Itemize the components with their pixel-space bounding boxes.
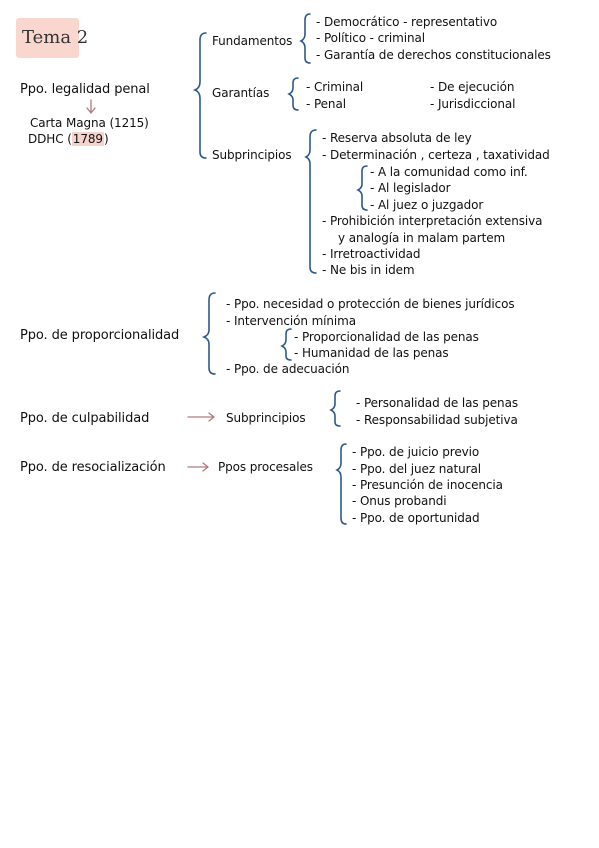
ddhc-year-open: ( (67, 132, 72, 146)
bracket-intervencion (280, 328, 292, 361)
proporcionalidad-item: - Ppo. de adecuación (226, 362, 350, 376)
subprincipio-item: - Determinación , certeza , taxatividad (322, 148, 550, 162)
garantias-item: - Jurisdiccional (430, 97, 516, 111)
bracket-subprincipios (304, 129, 317, 274)
subprincipio-item: - Prohibición interpretación extensiva (322, 214, 543, 228)
ddhc-label: DDHC (28, 132, 64, 146)
resocializacion-item: - Ppo. del juez natural (352, 462, 481, 476)
subprincipio-item-cont: y analogía in malam partem (338, 231, 506, 245)
culpabilidad-item: - Responsabilidad subjetiva (356, 413, 518, 427)
bracket-proporcionalidad (201, 292, 216, 375)
proporcionalidad-item: - Intervención mínima (226, 314, 356, 328)
fundamentos-item: - Democrático - representativo (316, 15, 498, 29)
arrow-resocializacion (187, 462, 210, 472)
bracket-fundamentos (299, 13, 311, 64)
garantias-item: - Criminal (306, 80, 364, 94)
subprincipio-item: - Ne bis in idem (322, 263, 415, 277)
garantias-label: Garantías (212, 86, 270, 100)
subprincipio-item: - Reserva absoluta de ley (322, 131, 472, 145)
resocializacion-item: - Ppo. de oportunidad (352, 511, 480, 525)
resocializacion-item: - Presunción de inocencia (352, 478, 503, 492)
bracket-culpabilidad (329, 390, 341, 427)
culpabilidad-middle: Subprincipios (226, 411, 306, 425)
proporcionalidad-item: - Ppo. necesidad o protección de bienes … (226, 297, 515, 311)
carta-year: (1215) (109, 116, 149, 130)
fundamentos-item: - Político - criminal (316, 31, 425, 45)
resocializacion-middle: Ppos procesales (218, 460, 313, 474)
ddhc-year: 1789 (71, 132, 104, 146)
bracket-resocializacion (335, 443, 347, 525)
proporcionalidad-subitem: - Proporcionalidad de las penas (294, 330, 479, 344)
fundamentos-item: - Garantía de derechos constitucionales (316, 48, 551, 62)
page-title: Tema 2 (22, 27, 89, 48)
fundamentos-label: Fundamentos (212, 34, 293, 48)
bracket-garantias (287, 77, 299, 111)
arrow-culpabilidad (187, 412, 216, 422)
subprincipio-subitem: - Al legislador (370, 181, 451, 195)
resocializacion-item: - Onus probandi (352, 494, 447, 508)
proporcionalidad-subitem: - Humanidad de las penas (294, 346, 449, 360)
carta-magna: Carta Magna (1215) (30, 116, 149, 130)
ddhc-year-close: ) (103, 132, 109, 146)
arrow-down (86, 99, 96, 115)
bracket-determinacion (356, 165, 368, 211)
culpabilidad-label: Ppo. de culpabilidad (20, 411, 150, 426)
garantias-item: - Penal (306, 97, 346, 111)
bracket-legalidad (192, 32, 207, 159)
subprincipio-item: - Irretroactividad (322, 247, 421, 261)
legalidad-label: Ppo. legalidad penal (20, 82, 150, 97)
title-highlight (16, 18, 79, 58)
subprincipio-subitem: - A la comunidad como inf. (370, 165, 528, 179)
proporcionalidad-label: Ppo. de proporcionalidad (20, 328, 180, 343)
carta-label: Carta Magna (30, 116, 106, 130)
resocializacion-label: Ppo. de resocialización (20, 460, 166, 475)
resocializacion-item: - Ppo. de juicio previo (352, 445, 480, 459)
subprincipios-label: Subprincipios (212, 148, 292, 162)
ddhc: DDHC (1789) (28, 132, 109, 146)
culpabilidad-item: - Personalidad de las penas (356, 396, 518, 410)
subprincipio-subitem: - Al juez o juzgador (370, 198, 484, 212)
garantias-item: - De ejecución (430, 80, 515, 94)
